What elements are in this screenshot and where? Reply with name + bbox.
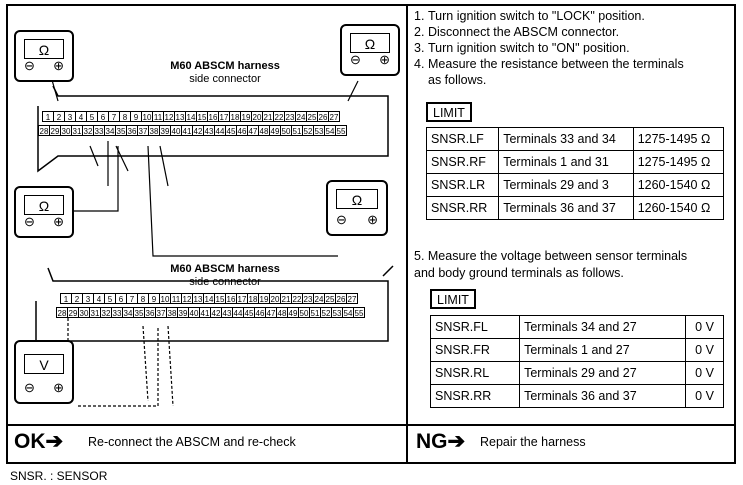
negative-terminal-icon: ⊖ (350, 52, 361, 67)
ohmmeter-top-right: Ω ⊖ ⊕ (340, 24, 400, 76)
column-divider (406, 4, 408, 464)
connector-subtitle: side connector (189, 276, 261, 288)
table-cell: Terminals 36 and 37 (498, 196, 634, 220)
negative-terminal-icon: ⊖ (336, 212, 347, 227)
ohm-display: Ω (350, 33, 390, 53)
connector-pin: 55 (335, 125, 347, 136)
connector-subtitle: side connector (189, 73, 261, 85)
table-cell: 0 V (685, 338, 724, 362)
step-item: 2.Disconnect the ABSCM connector. (414, 25, 620, 39)
table-cell: SNSR.RR (429, 384, 521, 408)
table-cell: Terminals 33 and 34 (498, 127, 634, 151)
table-cell: SNSR.RL (429, 361, 521, 385)
wiring-diagram (35, 65, 394, 407)
step-item: 4.Measure the resistance between the ter… (414, 57, 684, 71)
connector-pin: 55 (353, 307, 365, 318)
negative-terminal-icon: ⊖ (24, 214, 35, 229)
table-cell: Terminals 36 and 37 (519, 384, 687, 408)
table-cell: Terminals 1 and 27 (519, 338, 687, 362)
positive-terminal-icon: ⊕ (379, 52, 390, 67)
step-item: 3.Turn ignition switch to "ON" position. (414, 41, 630, 55)
ng-label: NG➔ (416, 430, 466, 453)
table-cell: 0 V (685, 384, 724, 408)
table-cell: SNSR.LR (425, 173, 500, 197)
table-cell: SNSR.RR (425, 196, 500, 220)
table-cell: SNSR.RF (425, 150, 500, 174)
connector-label-bottom: M60 ABSCM harness side connector (150, 263, 300, 289)
volt-display: V (24, 354, 64, 374)
connector-title: M60 ABSCM harness (170, 263, 280, 275)
ok-action: Re-connect the ABSCM and re-check (88, 435, 296, 449)
procedure-steps: 1.Turn ignition switch to "LOCK" positio… (414, 8, 734, 88)
limit-label-voltage: LIMIT (430, 289, 476, 309)
table-cell: 1260-1540 Ω (632, 173, 725, 197)
table-cell: 1275-1495 Ω (632, 127, 725, 151)
result-divider (6, 424, 736, 426)
negative-terminal-icon: ⊖ (24, 380, 35, 395)
table-cell: SNSR.LF (425, 127, 500, 151)
negative-terminal-icon: ⊖ (24, 58, 35, 73)
step-item: as follows. (428, 73, 487, 87)
ohm-display: Ω (336, 189, 378, 209)
positive-terminal-icon: ⊕ (53, 214, 64, 229)
positive-terminal-icon: ⊕ (53, 58, 64, 73)
table-cell: 1260-1540 Ω (632, 196, 725, 220)
connector-label-top: M60 ABSCM harness side connector (150, 60, 300, 86)
footnote: SNSR. : SENSOR (10, 469, 108, 483)
connector-pin: 27 (328, 111, 340, 122)
table-cell: Terminals 1 and 31 (498, 150, 634, 174)
ng-action: Repair the harness (480, 435, 586, 449)
ohmmeter-mid-left: Ω ⊖ ⊕ (14, 186, 74, 238)
table-cell: SNSR.FR (429, 338, 521, 362)
table-cell: Terminals 29 and 27 (519, 361, 687, 385)
table-cell: 1275-1495 Ω (632, 150, 725, 174)
ohm-display: Ω (24, 39, 64, 59)
positive-terminal-icon: ⊕ (53, 380, 64, 395)
ok-label: OK➔ (14, 430, 64, 453)
positive-terminal-icon: ⊕ (367, 212, 378, 227)
ohm-display: Ω (24, 195, 64, 215)
connector-pin: 27 (346, 293, 358, 304)
ohmmeter-mid-right: Ω ⊖ ⊕ (326, 180, 388, 236)
table-cell: 0 V (685, 315, 724, 339)
voltmeter: V ⊖ ⊕ (14, 340, 74, 404)
table-cell: 0 V (685, 361, 724, 385)
step-5: 5. Measure the voltage between sensor te… (414, 249, 688, 280)
table-cell: Terminals 29 and 3 (498, 173, 634, 197)
page-frame (6, 4, 736, 464)
connector-title: M60 ABSCM harness (170, 60, 280, 72)
ohmmeter-top-left: Ω ⊖ ⊕ (14, 30, 74, 82)
limit-label-resistance: LIMIT (426, 102, 472, 122)
table-cell: Terminals 34 and 27 (519, 315, 687, 339)
table-cell: SNSR.FL (429, 315, 521, 339)
step-item: 1.Turn ignition switch to "LOCK" positio… (414, 9, 645, 23)
